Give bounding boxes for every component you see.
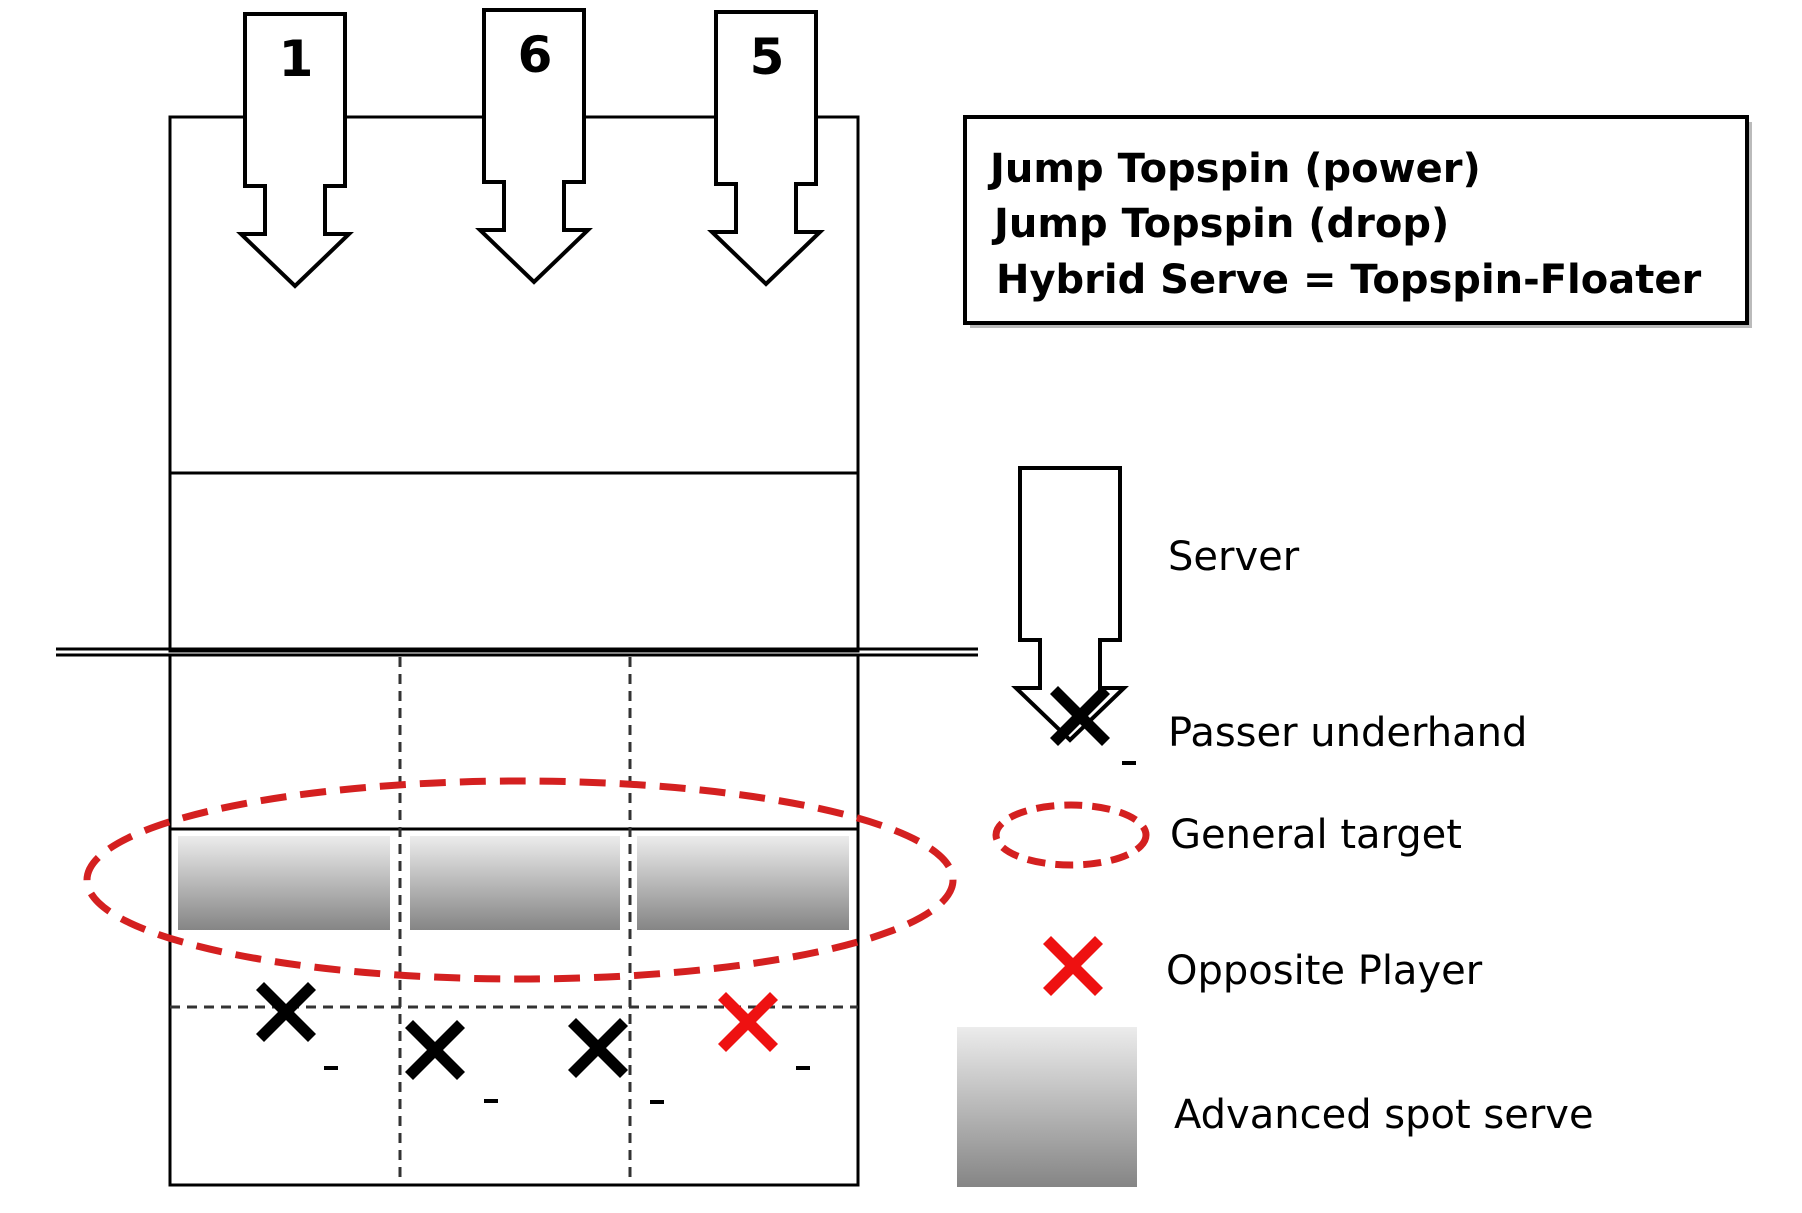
spot-serve-zone-1 [178,836,390,930]
legend-target-label: General target [1170,812,1462,858]
passer-underline-1 [324,1066,338,1070]
server-position-5: 5 [750,28,785,86]
serve-type-line-3: Hybrid Serve = Topspin-Floater [996,257,1701,303]
opposite-underline [796,1066,810,1070]
serve-type-line-1: Jump Topspin (power) [987,146,1481,192]
legend-passer-label: Passer underhand [1168,710,1527,756]
general-target-ellipse [83,777,957,983]
serve-types-box [963,115,1749,325]
legend-server-label: Server [1168,534,1300,580]
serve-type-line-2: Jump Topspin (drop) [991,201,1449,247]
spot-serve-zone-2 [410,836,620,930]
server-position-6: 6 [518,26,553,84]
legend-passer-underline [1122,761,1136,765]
spot-serve-zone-3 [637,836,849,930]
legend-opposite-icon [1043,936,1103,996]
server-position-1: 1 [279,30,314,88]
passer-underline-2 [484,1099,498,1103]
legend-target-icon [992,801,1150,869]
passer-underline-3 [650,1100,664,1104]
legend-spot-icon [957,1027,1137,1187]
legend-spot-label: Advanced spot serve [1174,1092,1594,1138]
legend-opposite-label: Opposite Player [1166,948,1483,994]
